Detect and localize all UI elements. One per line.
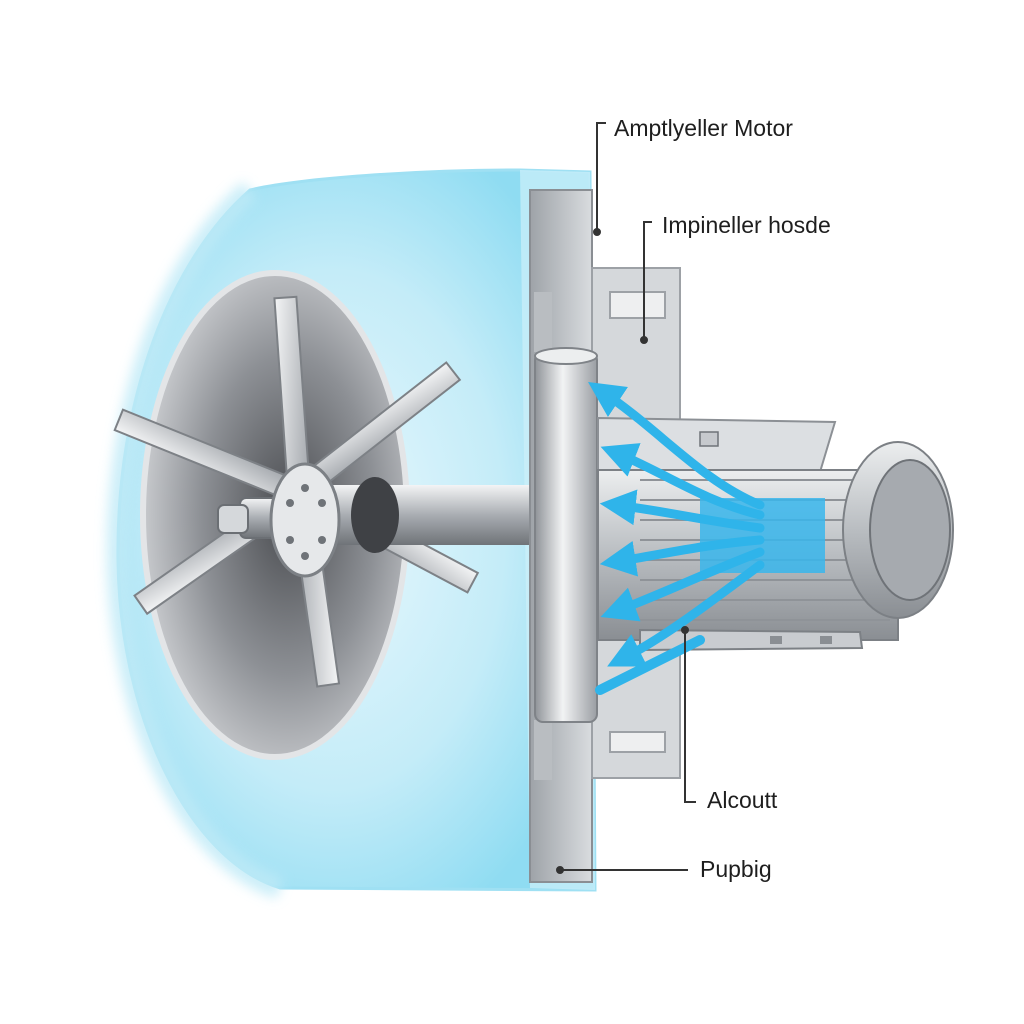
label-pupbig: Pupbig <box>700 856 772 882</box>
airflow-arrows-icon <box>588 382 825 695</box>
leader-housing <box>643 221 652 340</box>
label-motor: Amptlyeller Motor <box>614 115 793 141</box>
leader-alcoutt <box>684 630 696 803</box>
label-housing: Impineller hosde <box>662 212 831 238</box>
bearing-sleeve <box>534 347 598 723</box>
leader-lines <box>556 122 696 874</box>
hub-and-shaft <box>217 462 530 578</box>
label-alcoutt: Alcoutt <box>707 787 778 813</box>
leader-motor <box>596 122 606 232</box>
